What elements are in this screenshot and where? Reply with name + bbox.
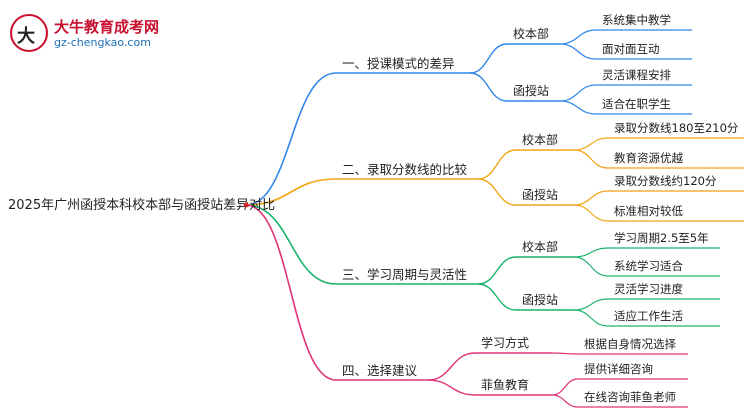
link-branch-1-child-2 bbox=[469, 72, 508, 102]
site-logo[interactable]: 大牛 大牛教育成考网 gz-chengkao.com bbox=[10, 14, 190, 54]
child-node-4-2[interactable]: 菲鱼教育 bbox=[481, 377, 529, 392]
link-root-branch-2 bbox=[245, 178, 337, 206]
link-child-1-1-leaf-1 bbox=[559, 29, 597, 45]
link-child-3-1-leaf-2 bbox=[573, 256, 609, 277]
link-branch-2-child-2 bbox=[477, 178, 517, 206]
leaf-node-3-2-2[interactable]: 适应工作生活 bbox=[614, 309, 683, 323]
link-child-2-1-leaf-1 bbox=[573, 137, 609, 151]
leaf-node-2-1-2[interactable]: 教育资源优越 bbox=[614, 151, 683, 165]
mindmap-links bbox=[245, 29, 744, 408]
link-child-4-1-leaf-1 bbox=[551, 352, 579, 355]
leaf-node-1-1-2[interactable]: 面对面互动 bbox=[602, 42, 660, 56]
link-child-3-2-leaf-1 bbox=[573, 298, 609, 311]
link-child-2-2-leaf-2 bbox=[573, 204, 609, 222]
leaf-node-3-1-2[interactable]: 系统学习适合 bbox=[614, 259, 683, 273]
mindmap-nodes: 2025年广州函授本科校本部与函授站差异对比一、授课模式的差异校本部系统集中教学… bbox=[8, 13, 739, 404]
link-child-3-1-leaf-1 bbox=[573, 247, 609, 258]
leaf-node-2-1-1[interactable]: 录取分数线180至210分 bbox=[614, 121, 739, 135]
link-child-4-2-leaf-1 bbox=[551, 378, 579, 396]
leaf-node-3-1-1[interactable]: 学习周期2.5至5年 bbox=[614, 231, 709, 245]
link-child-4-2-leaf-2 bbox=[551, 394, 579, 408]
link-branch-2-child-1 bbox=[477, 149, 517, 180]
link-root-branch-4 bbox=[245, 204, 337, 381]
child-node-3-2[interactable]: 函授站 bbox=[522, 292, 558, 307]
child-node-2-1[interactable]: 校本部 bbox=[522, 132, 558, 147]
link-branch-3-child-1 bbox=[477, 256, 517, 285]
child-node-1-1[interactable]: 校本部 bbox=[513, 26, 549, 41]
link-child-1-2-leaf-2 bbox=[559, 100, 597, 115]
leaf-node-2-2-2[interactable]: 标准相对较低 bbox=[614, 204, 683, 218]
leaf-node-1-2-1[interactable]: 灵活课程安排 bbox=[602, 68, 671, 82]
link-root-branch-3 bbox=[245, 204, 337, 285]
child-node-4-1[interactable]: 学习方式 bbox=[481, 335, 529, 350]
root-anchor bbox=[243, 202, 249, 208]
leaf-node-4-1-1[interactable]: 根据自身情况选择 bbox=[584, 337, 676, 351]
child-node-2-2[interactable]: 函授站 bbox=[522, 187, 558, 202]
link-branch-1-child-1 bbox=[469, 43, 508, 74]
link-child-2-1-leaf-2 bbox=[573, 149, 609, 169]
branch-node-3[interactable]: 三、学习周期与灵活性 bbox=[342, 267, 467, 282]
link-branch-3-child-2 bbox=[477, 283, 517, 311]
logo-title: 大牛教育成考网 bbox=[54, 18, 160, 36]
leaf-node-1-2-2[interactable]: 适合在职学生 bbox=[602, 97, 671, 111]
leaf-node-3-2-1[interactable]: 灵活学习进度 bbox=[614, 282, 683, 296]
link-root-branch-1 bbox=[245, 72, 337, 206]
link-child-1-1-leaf-2 bbox=[559, 43, 597, 60]
link-branch-4-child-1 bbox=[427, 352, 476, 381]
leaf-node-2-2-1[interactable]: 录取分数线约120分 bbox=[614, 174, 717, 188]
leaf-node-4-2-1[interactable]: 提供详细咨询 bbox=[584, 362, 653, 376]
link-child-3-2-leaf-2 bbox=[573, 309, 609, 327]
logo-badge-icon: 大牛 bbox=[10, 14, 48, 52]
link-child-1-2-leaf-1 bbox=[559, 84, 597, 102]
branch-node-4[interactable]: 四、选择建议 bbox=[342, 363, 418, 378]
branch-node-2[interactable]: 二、录取分数线的比较 bbox=[342, 162, 468, 177]
logo-glyph: 大牛 bbox=[17, 26, 35, 47]
child-node-1-2[interactable]: 函授站 bbox=[513, 83, 549, 98]
leaf-node-4-2-2[interactable]: 在线咨询菲鱼老师 bbox=[584, 390, 676, 404]
logo-url: gz-chengkao.com bbox=[54, 36, 151, 49]
link-child-2-2-leaf-1 bbox=[573, 190, 609, 206]
leaf-node-1-1-1[interactable]: 系统集中教学 bbox=[602, 13, 671, 27]
branch-node-1[interactable]: 一、授课模式的差异 bbox=[342, 56, 455, 71]
root-node[interactable]: 2025年广州函授本科校本部与函授站差异对比 bbox=[8, 197, 275, 213]
child-node-3-1[interactable]: 校本部 bbox=[522, 239, 558, 254]
link-branch-4-child-2 bbox=[427, 379, 476, 396]
